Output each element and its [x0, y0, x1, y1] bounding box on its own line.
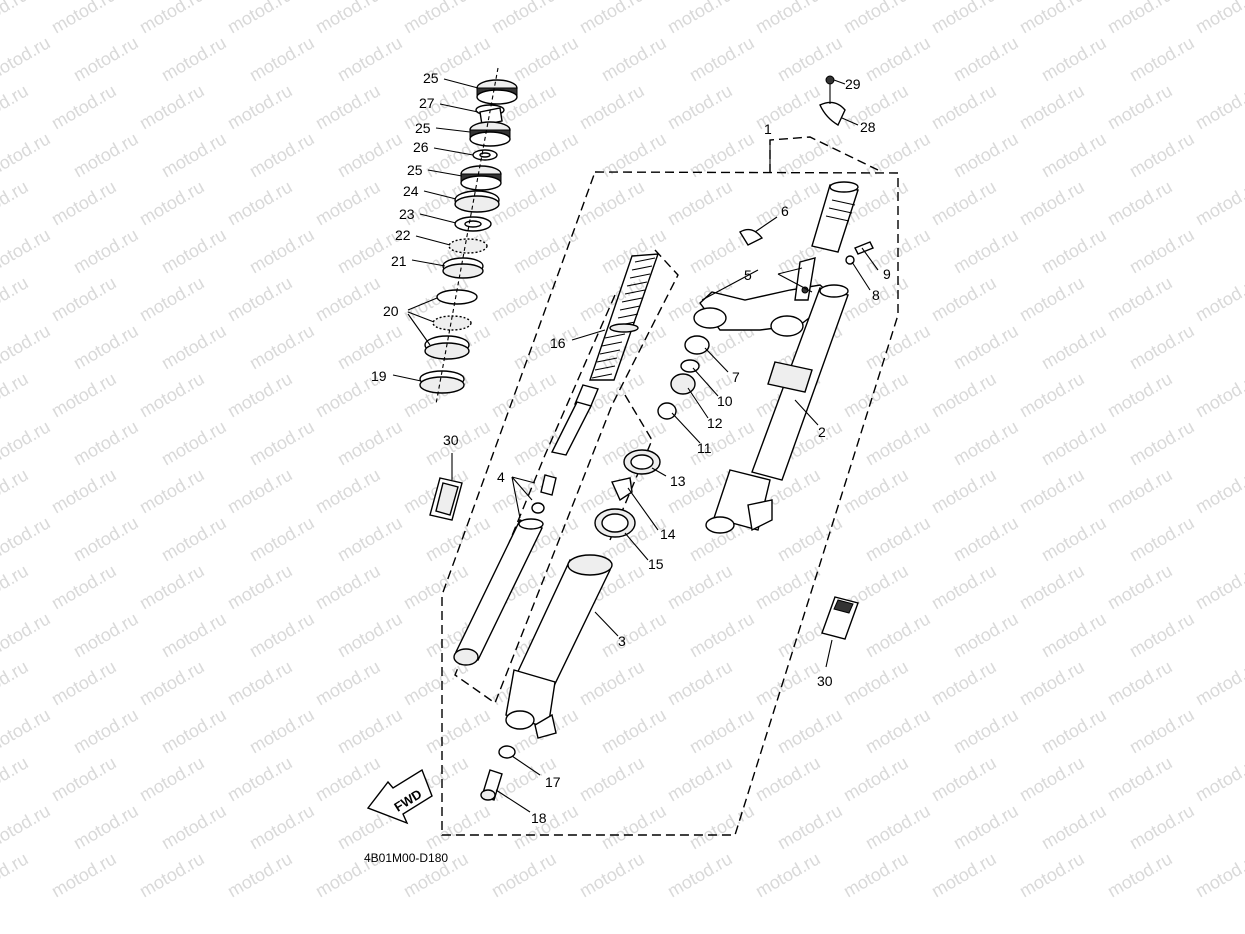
callout-13: 13: [670, 473, 686, 489]
callout-20: 20: [383, 303, 399, 319]
label-sticker-30-left: [429, 477, 463, 521]
callout-numbers: 1 2 3 4 5 6 7 8 9 10 11 12 13 14 15 16 1…: [371, 70, 891, 826]
callout-28: 28: [860, 119, 876, 135]
callout-23: 23: [399, 206, 415, 222]
callout-7: 7: [732, 369, 740, 385]
callout-24: 24: [403, 183, 419, 199]
steering-stack: [419, 67, 518, 405]
inner-outline-left-leg: [454, 249, 679, 705]
oil-seals: [594, 449, 661, 538]
damper-rod-4: [531, 384, 599, 514]
callout-12: 12: [707, 415, 723, 431]
right-fork-leg-2: [705, 284, 849, 534]
fork-spring-16: [589, 253, 660, 381]
callout-3: 3: [618, 633, 626, 649]
callout-11: 11: [697, 440, 712, 456]
outer-tube-3: [505, 554, 613, 739]
leader-lines: [392, 78, 879, 813]
fwd-arrow: FWD: [366, 768, 433, 825]
callout-9: 9: [883, 266, 891, 282]
callout-5: 5: [744, 267, 752, 283]
callout-22: 22: [395, 227, 411, 243]
callout-30-right: 30: [817, 673, 833, 689]
callout-17: 17: [545, 774, 561, 790]
callout-18: 18: [531, 810, 547, 826]
callout-2: 2: [818, 424, 826, 440]
callout-15: 15: [648, 556, 664, 572]
callout-27: 27: [419, 95, 435, 111]
callout-1: 1: [764, 121, 772, 137]
diagram-code: 4B01M00-D180: [364, 851, 448, 865]
steering-bracket-5: [693, 181, 859, 337]
callout-4: 4: [497, 469, 505, 485]
bolt-17-18: [480, 745, 516, 801]
callout-29: 29: [845, 76, 861, 92]
callout-30-left: 30: [443, 432, 459, 448]
callout-10: 10: [717, 393, 733, 409]
callout-16: 16: [550, 335, 566, 351]
callout-21: 21: [391, 253, 407, 269]
callout-6: 6: [781, 203, 789, 219]
callout-25-low: 25: [407, 162, 423, 178]
assembly-1-bracket: [769, 136, 879, 173]
small-hardware: [739, 75, 874, 265]
callout-8: 8: [872, 287, 880, 303]
inner-tube: [453, 518, 544, 666]
callout-26: 26: [413, 139, 429, 155]
callout-25-top: 25: [423, 70, 439, 86]
callout-25-mid: 25: [415, 120, 431, 136]
callout-19: 19: [371, 368, 387, 384]
label-sticker-30-right: [821, 596, 859, 640]
callout-14: 14: [660, 526, 676, 542]
assembly-outline-dashed: [441, 171, 899, 836]
